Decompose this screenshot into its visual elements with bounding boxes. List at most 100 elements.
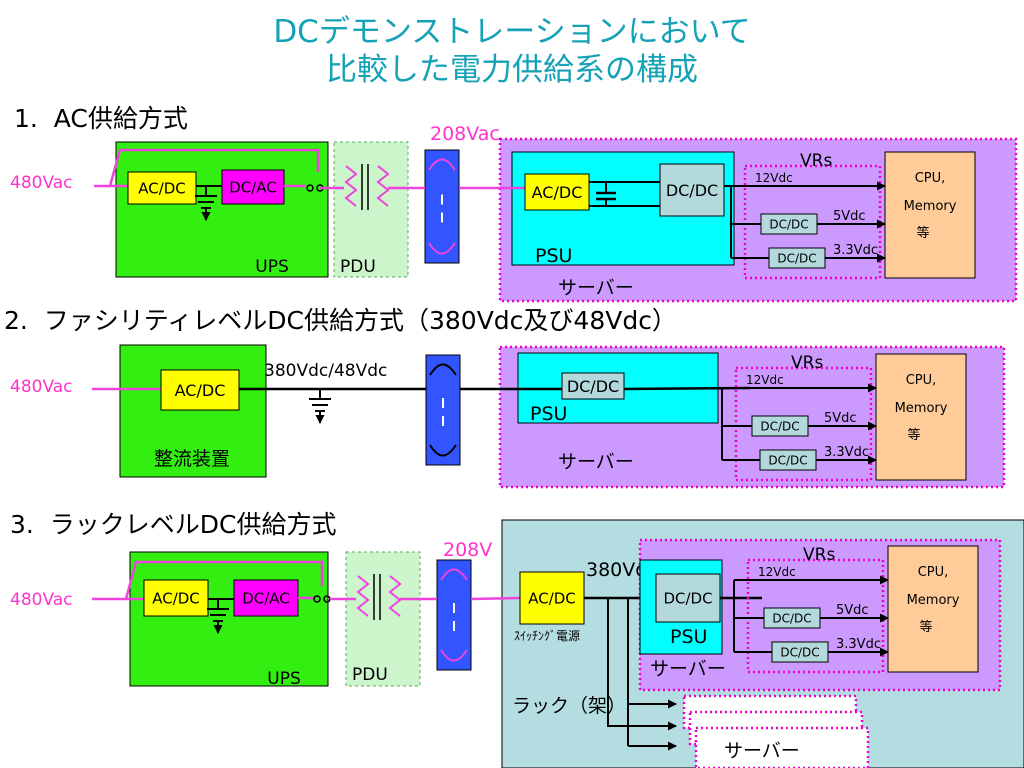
s1-switch-dot-1 (306, 184, 314, 192)
s2-vr-cpu-text: CPU, (906, 373, 937, 388)
s1-ups-dcac (221, 169, 285, 205)
s1-server-label: サーバー (558, 277, 634, 299)
s3-ups-label: UPS (267, 669, 301, 689)
s1-breaker-bottom-arc (428, 242, 456, 255)
section-2-label: ファシリティレベルDC供給方式（380Vdc及び48Vdc） (43, 306, 677, 335)
s3-input-label: 480Vac (10, 590, 73, 610)
s1-vr-12v-label: 12Vdc (755, 171, 793, 185)
s1-pdu-panel (333, 141, 409, 278)
s1-pdu-transformer-coil-left (344, 165, 358, 207)
s3-ups-acdc-label: AC/DC (152, 589, 200, 607)
s3-208-label: 208V (443, 539, 492, 561)
s1-ups-bypass (108, 148, 320, 187)
s1-psu-acdc-label: AC/DC (532, 183, 583, 202)
s1-208-label: 208Vac (430, 123, 500, 145)
s3-switching-acdc-label: AC/DC (528, 589, 576, 607)
s2-acdc-label: AC/DC (175, 381, 226, 400)
s3-switching-acdc (519, 571, 585, 625)
s3-psu-dcdc-label: DC/DC (663, 589, 712, 607)
title-line-2: 比較した電力供給系の構成 (326, 52, 698, 88)
s2-breaker-bottom-arc (429, 444, 457, 457)
s1-ups-acdc-label: AC/DC (138, 179, 186, 197)
s2-vr-title: VRs (791, 353, 823, 373)
s3-breaker (436, 559, 472, 671)
s2-vr-cpu-box (875, 353, 967, 481)
s3-ups-panel (129, 551, 329, 687)
s2-breaker-top-arc (429, 363, 457, 376)
s2-rectifier-panel (119, 344, 267, 478)
s2-psu-label: PSU (530, 403, 567, 425)
s3-ups-acdc (143, 579, 209, 617)
s2-vr-etc-text: 等 (907, 427, 920, 443)
s2-380-48-label: 380Vdc/48Vdc (264, 361, 387, 381)
s3-vr-33v-label: 3.3Vdc (836, 637, 881, 652)
s3-server-copy-label: サーバー (724, 740, 800, 762)
s1-breaker-top-arc (428, 158, 456, 171)
s2-server-label: サーバー (558, 451, 634, 473)
s1-vr-5v-label: 5Vdc (833, 209, 866, 224)
s3-server-label: サーバー (650, 658, 726, 680)
s3-pdu-transformer-coil-left (356, 575, 370, 617)
s1-input-label: 480Vac (10, 173, 73, 193)
s1-vr-cpu-text: CPU, (915, 171, 946, 186)
s2-vr-12v-label: 12Vdc (746, 373, 784, 387)
s2-vr-dcdc-33v-label: DC/DC (768, 453, 807, 467)
title-line-1: DCデモンストレーションにおいて (273, 14, 751, 50)
s1-vr-cpu-box (884, 151, 976, 279)
section-3-heading: 3. ラックレベルDC供給方式 (10, 510, 336, 540)
s2-breaker (425, 354, 461, 466)
s1-ups-label: UPS (255, 257, 289, 277)
section-1-label: AC供給方式 (53, 104, 188, 133)
s3-vr-title: VRs (803, 545, 835, 565)
section-3-number: 3. (10, 510, 34, 539)
s1-psu-label: PSU (535, 245, 572, 267)
s3-ups-dcac (233, 579, 299, 617)
s1-psu-acdc (524, 173, 590, 211)
s3-pdu-label: PDU (352, 665, 388, 685)
s1-ups-dcac-label: DC/AC (229, 178, 277, 196)
s3-ups-bypass (124, 560, 324, 600)
s1-ups-panel (115, 141, 329, 278)
s1-vr-dcdc-5v-label: DC/DC (769, 217, 808, 231)
s1-vr-memory-text: Memory (904, 199, 957, 214)
s2-acdc (160, 369, 240, 411)
s1-psu-dcdc-label: DC/DC (666, 181, 718, 200)
section-1-heading: 1. AC供給方式 (14, 104, 188, 134)
s2-vr-5v-label: 5Vdc (824, 411, 857, 426)
s1-psu-dcdc (659, 163, 725, 217)
s2-psu-dcdc (561, 372, 625, 400)
s1-vr-dcdc-33v-label: DC/DC (777, 251, 816, 265)
s3-vr-memory-text: Memory (907, 593, 960, 608)
s3-breaker-top-arc (440, 568, 468, 581)
s3-to-rack (470, 596, 521, 601)
s3-vr-12v-label: 12Vdc (758, 565, 796, 579)
s2-input-label: 480Vac (10, 377, 73, 397)
s2-vr-dcdc-5v-label: DC/DC (760, 419, 799, 433)
s2-vr-memory-text: Memory (895, 401, 948, 416)
s3-ups-dcac-label: DC/AC (242, 589, 290, 607)
s3-vr-dcdc-33v-label: DC/DC (780, 645, 819, 659)
s2-vr-33v-label: 3.3Vdc (824, 445, 869, 460)
s3-psu-dcdc (655, 573, 721, 623)
s3-breaker-bottom-arc (440, 649, 468, 662)
s3-switch-dot-1 (313, 595, 321, 603)
s3-pdu-transformer-coil-right (388, 575, 402, 617)
s1-vr-etc-text: 等 (916, 225, 929, 241)
s2-psu-dcdc-label: DC/DC (567, 377, 619, 396)
s1-pdu-label: PDU (340, 257, 376, 277)
s3-rack-label: ラック（架） (512, 695, 626, 717)
s3-vr-dcdc-5v-label: DC/DC (772, 611, 811, 625)
s3-pdu-panel (345, 551, 421, 687)
section-2-heading: 2. ファシリティレベルDC供給方式（380Vdc及び48Vdc） (4, 306, 677, 336)
s3-vr-5v-label: 5Vdc (836, 603, 869, 618)
s3-switching-label: ｽｲｯﾁﾝｸﾞ電源 (514, 629, 580, 643)
s1-vr-33v-label: 3.3Vdc (833, 243, 878, 258)
section-1-number: 1. (14, 104, 38, 133)
s3-vr-cpu-text: CPU, (918, 565, 949, 580)
s1-vr-title: VRs (800, 151, 832, 171)
s3-vr-cpu-box (887, 545, 979, 673)
section-2-number: 2. (4, 306, 28, 335)
s3-server-copy-3 (694, 726, 870, 768)
